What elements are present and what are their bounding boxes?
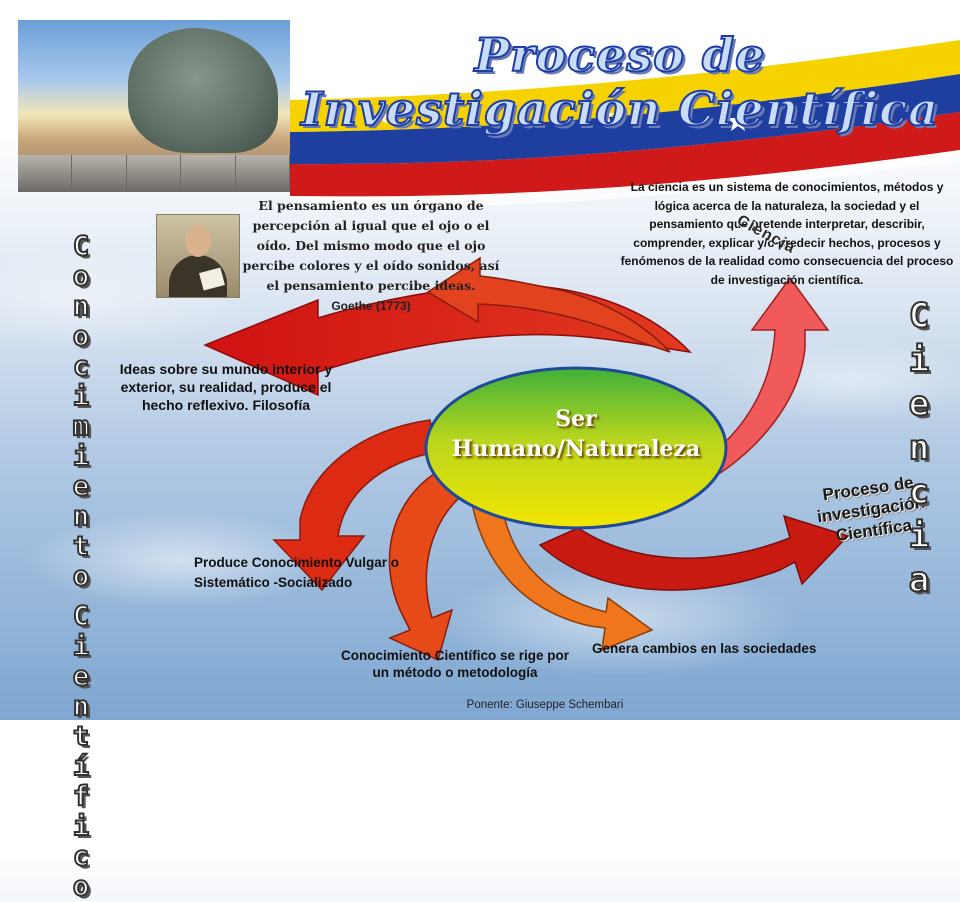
goethe-quote: El pensamiento es un órgano de percepció… [240,196,502,316]
thinker-statue-image [128,28,278,153]
header-photo-collage [18,20,290,192]
footer-presenter: Ponente: Giuseppe Schembari [466,699,624,711]
label-conocimiento-cientifico: Conocimiento Científico se rige por un m… [300,647,610,681]
label-conocimiento-vulgar: Produce Conocimiento Vulgar o Sistemátic… [194,553,454,593]
flag-star [597,106,615,124]
arrow-left-down [272,419,437,592]
science-definition: La ciencia es un sistema de conocimiento… [620,180,954,287]
center-label: Ser Humano/Naturaleza [430,404,722,464]
flag-banner [290,40,960,209]
arrow-bottom-right [538,514,850,591]
goethe-portrait-image [156,214,240,298]
quote-author: Goethe (1773) [331,299,411,313]
arrow-bottom-left [388,469,468,662]
quote-text: El pensamiento es un órgano de percepció… [242,198,500,293]
center-line1: Ser [555,406,597,432]
flag-star [727,110,749,131]
label-vulgar-line2: Sistemático -Socializado [194,575,353,590]
flag-star [484,108,500,124]
center-ellipse [424,366,728,530]
label-metodo-line1: Conocimiento Científico se rige por [340,648,570,663]
center-line2: Humano/Naturaleza [451,436,701,462]
label-ideas: Ideas sobre su mundo interior y exterior… [119,361,333,413]
arrow-right-up [688,276,830,483]
spiral-arrows [203,256,850,662]
label-metodo-line2: un método o metodología [372,665,538,680]
arrow-top-up [426,256,671,353]
page-title: Proceso de Investigación Científica [300,27,939,137]
philosopher-busts-image [18,155,290,192]
flag-star [374,108,390,124]
label-vulgar-line1: Produce Conocimiento Vulgar o [194,555,400,570]
arrow-bottom [469,489,654,652]
diagram-canvas [203,40,960,662]
label-cambios: Genera cambios en las sociedades [592,641,817,656]
